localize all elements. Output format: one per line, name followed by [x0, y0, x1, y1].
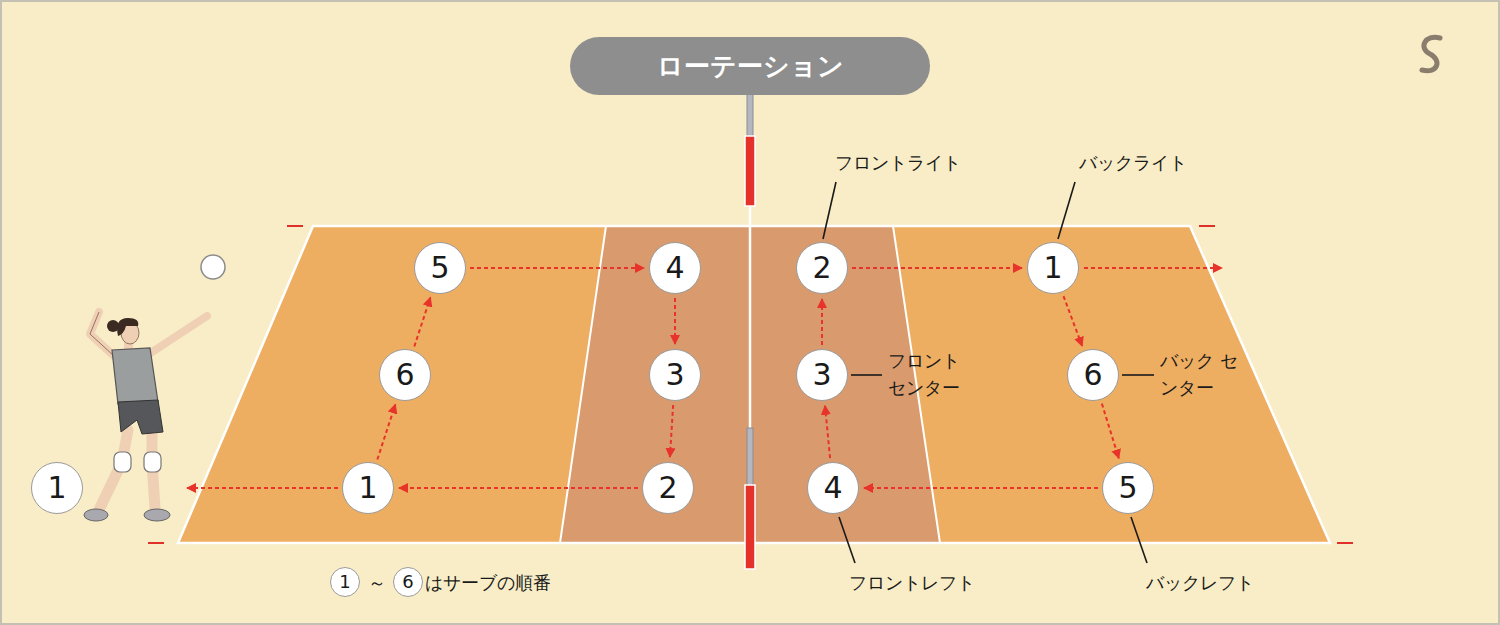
rotation-arrow	[825, 406, 830, 458]
leader-line	[823, 182, 836, 239]
knee-pad	[144, 452, 161, 472]
rotation-arrow	[821, 299, 823, 345]
arm-outline	[90, 312, 114, 356]
arm	[146, 316, 207, 356]
player-circle: 5	[414, 242, 466, 294]
position-label: バックレフト	[1146, 569, 1254, 596]
circle-number: 6	[1083, 360, 1102, 390]
circle-number: 3	[665, 360, 684, 390]
circle-number: 5	[1118, 473, 1137, 503]
shoe	[84, 509, 108, 521]
knee-pad	[114, 452, 131, 472]
player-circle: 6	[1067, 349, 1119, 401]
antenna	[747, 428, 753, 486]
rotation-arrow	[1064, 296, 1083, 346]
position-label: バックライト	[1079, 149, 1187, 176]
watermark-mark	[1422, 37, 1440, 70]
circle-number: 5	[430, 253, 449, 283]
player-circle: 1	[342, 462, 394, 514]
circle-number: 2	[812, 253, 831, 283]
circle-number: 1	[47, 473, 66, 503]
leader-line	[1122, 374, 1154, 376]
attack-line	[560, 226, 606, 543]
corner-tick	[1199, 225, 1215, 227]
position-label: バック センター	[1160, 347, 1243, 401]
note-text: ～	[368, 569, 386, 596]
back-zone-left	[178, 226, 606, 543]
serve-out-arrow	[187, 487, 338, 489]
rotation-arrow	[377, 404, 395, 459]
player-circle: 3	[796, 349, 848, 401]
circle-number: 6	[402, 573, 413, 591]
note-circle: 6	[393, 567, 423, 597]
rotation-arrow	[852, 267, 1022, 269]
arm	[90, 312, 114, 356]
server-figure	[84, 255, 225, 521]
circle-number: 4	[823, 473, 842, 503]
net-post	[745, 136, 755, 206]
note-text: はサーブの順番	[425, 569, 551, 596]
circle-number: 3	[812, 360, 831, 390]
rotation-arrow	[414, 297, 430, 346]
corner-tick	[148, 542, 164, 544]
leader-line	[839, 517, 855, 563]
hair	[117, 318, 138, 336]
attack-zone-left	[560, 226, 750, 543]
shorts	[118, 400, 163, 434]
rotation-arrow	[670, 405, 673, 457]
corner-tick	[287, 225, 303, 227]
player-circle: 2	[796, 242, 848, 294]
circle-number: 1	[1043, 253, 1062, 283]
title-text: ローテーション	[657, 53, 844, 79]
rotation-arrow	[399, 487, 638, 489]
circle-number: 2	[658, 473, 677, 503]
circle-number: 4	[665, 253, 684, 283]
circle-number: 6	[395, 360, 414, 390]
rotation-arrow	[674, 298, 676, 344]
player-circle: 6	[379, 349, 431, 401]
corner-tick	[1337, 542, 1353, 544]
circle-number: 1	[339, 573, 350, 591]
player-circle: 4	[649, 242, 701, 294]
antenna	[747, 88, 753, 136]
position-label: フロントレフト	[849, 569, 975, 596]
player-circle: 2	[642, 462, 694, 514]
shirt	[112, 348, 158, 404]
position-label: フロントライト	[835, 149, 961, 176]
leader-line	[851, 374, 882, 376]
player-circle: 4	[807, 462, 859, 514]
server-circle: 1	[31, 462, 83, 514]
note-circle: 1	[330, 567, 360, 597]
player-circle: 3	[649, 349, 701, 401]
rotation-arrow	[864, 487, 1098, 489]
ball	[201, 255, 225, 279]
position-label: フロント センター	[888, 347, 971, 401]
circle-number: 1	[358, 473, 377, 503]
rotate-out-arrow	[1084, 267, 1222, 269]
rotation-arrow	[470, 267, 644, 269]
leader-line	[1058, 182, 1075, 239]
rotation-arrow	[1102, 404, 1119, 459]
shoe	[144, 509, 170, 521]
leader-line	[1131, 517, 1147, 563]
player-circle: 1	[1027, 242, 1079, 294]
title-pill: ローテーション	[570, 37, 930, 95]
hair-bun	[107, 320, 119, 332]
player-circle: 5	[1102, 462, 1154, 514]
net-post	[745, 485, 755, 569]
